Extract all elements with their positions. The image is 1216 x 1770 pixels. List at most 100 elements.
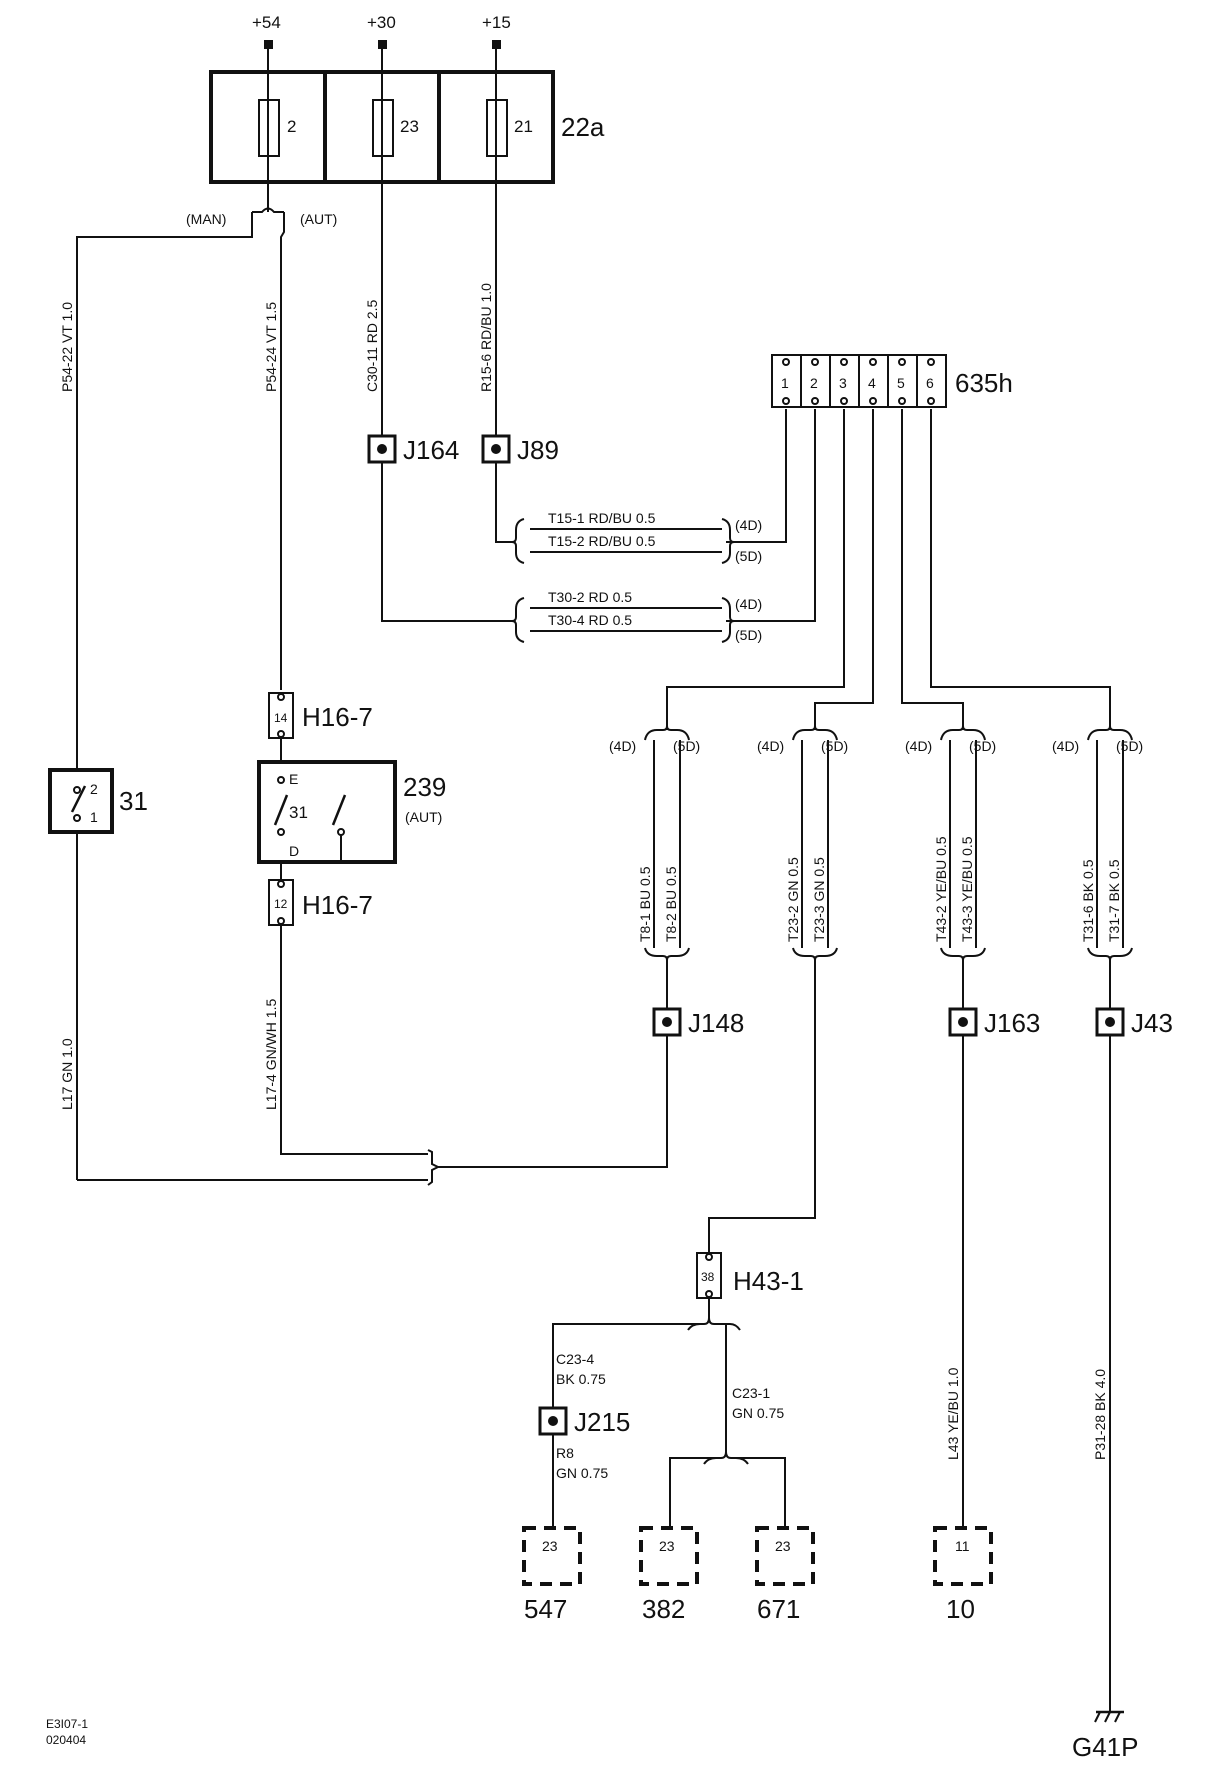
junction-j43: J43 [1095,1007,1173,1038]
pin-contact [277,730,285,738]
connector-h16-7-lower-pin: 12 [274,897,288,911]
wire-group-t15: T15-1 RD/BU 0.5 T15-2 RD/BU 0.5 (4D) (5D… [495,462,762,564]
brace-t30-right [721,597,735,643]
wire-label-c30-11: C30-11 RD 2.5 [364,299,380,392]
junction-j164: J164 [367,434,459,465]
bundle-t31-top-brace [1087,725,1133,741]
component-239-switch-2 [331,794,347,826]
component-10-outline [933,1526,993,1586]
component-671: 23 671 [755,1526,815,1624]
connector-h43-1-label: H43-1 [733,1266,804,1296]
wire-label-l17: L17 GN 1.0 [59,1038,75,1110]
component-31-pin1: 1 [90,809,98,825]
junction-j148-label: J148 [688,1008,744,1038]
variant-4d-t23: (4D) [757,738,784,754]
variant-5d-t30: (5D) [735,627,762,643]
wire-635h-pin1 [726,409,787,543]
junction-j215: J215 [538,1406,630,1437]
connector-h43-1-pin: 38 [701,1270,715,1284]
brace-t15-right [721,518,735,564]
terminal-54-marker [264,40,273,49]
connector-635h-pin-top [782,358,790,366]
component-239-label: 239 [403,772,446,802]
connector-635h-pin-top [927,358,935,366]
connector-635h-pin-number: 1 [781,375,789,391]
component-31-outline [48,768,114,834]
wire-p54-22 [76,212,253,770]
wire-635h-pin6 [930,409,1111,730]
fuse-21-number: 21 [514,117,533,136]
variant-4d-t15: (4D) [735,517,762,533]
variant-4d-t8: (4D) [609,738,636,754]
variant-4d-t30: (4D) [735,596,762,612]
wire-p54-24 [280,212,285,690]
man-aut-split: (MAN) (AUT) [76,207,337,770]
wire-635h-pin4 [814,409,874,730]
terminal-54-label: +54 [252,13,281,32]
junction-j43-dot [1105,1017,1115,1027]
variant-5d-t31: (5D) [1116,738,1143,754]
component-31-switch [70,785,87,813]
man-label: (MAN) [186,211,226,227]
wire-635h-pin3 [666,409,845,730]
connector-635h-pin-top [840,358,848,366]
aut-label: (AUT) [300,211,337,227]
wire-label-c23-1-spec: GN 0.75 [732,1405,784,1421]
ground-label: G41P [1072,1732,1139,1762]
junction-j148-dot [662,1017,672,1027]
wire-group-t30: T30-2 RD 0.5 T30-4 RD 0.5 (4D) (5D) [381,462,762,643]
ground-icon-hatch [1104,1711,1111,1723]
wire-label-p54-22: P54-22 VT 1.0 [59,302,75,392]
power-terminals: +54 +30 +15 [252,13,511,49]
component-671-outline [755,1526,815,1586]
junction-j89-dot [491,444,501,454]
variant-5d-t23: (5D) [821,738,848,754]
component-239-e: E [289,771,298,787]
fusebox-22a: 2 23 21 22a [209,70,605,184]
pin-contact [277,693,285,701]
connector-635h-pin-bottom [869,397,877,405]
wire-label-r8-spec: GN 0.75 [556,1465,608,1481]
wire-label-t31-a: T31-6 BK 0.5 [1080,859,1096,942]
brace-t15 [511,518,525,564]
wire-label-r15-6: R15-6 RD/BU 1.0 [478,283,494,392]
wire-label-t15-2: T15-2 RD/BU 0.5 [548,533,656,549]
component-239-d: D [289,843,299,859]
junction-j164-dot [377,444,387,454]
wire-label-t43-b: T43-3 YE/BU 0.5 [959,836,975,942]
component-671-pin: 23 [775,1538,791,1554]
wire-label-t8-a: T8-1 BU 0.5 [637,866,653,942]
connector-635h-pin-bottom [898,397,906,405]
component-31-contact [73,814,81,822]
bundle-t31-bottom-brace [1087,947,1133,961]
component-239: E 31 D 239 (AUT) [257,738,446,864]
ground-g41p: G41P [1072,1710,1139,1762]
wire-c23-4 [552,1323,700,1408]
component-382-pin: 23 [659,1538,675,1554]
component-382: 23 382 [639,1526,699,1624]
connector-635h-pin-number: 3 [839,375,847,391]
junction-j89: J89 [481,434,559,465]
bundle-t43-top-brace [940,725,986,741]
wire-label-p54-24: P54-24 VT 1.5 [263,302,279,392]
component-239-switch [273,794,289,826]
terminal-15-label: +15 [482,13,511,32]
connector-h16-7-upper: 14 H16-7 [268,692,373,739]
connector-635h-pin-top [869,358,877,366]
bundle-t8-bottom-brace [644,947,690,961]
connector-635h-label: 635h [955,368,1013,398]
junction-j163-label: J163 [984,1008,1040,1038]
component-239-contact [337,828,345,836]
wire-label-l43: L43 YE/BU 1.0 [945,1367,961,1460]
connector-635h-pin-number: 4 [868,375,876,391]
component-239-aut: (AUT) [405,809,442,825]
brace-t30 [511,597,525,643]
wire-label-t15-1: T15-1 RD/BU 0.5 [548,510,656,526]
ground-icon-hatch [1094,1711,1101,1723]
component-547-pin: 23 [542,1538,558,1554]
component-547: 23 547 [522,1526,582,1624]
junction-j43-label: J43 [1131,1008,1173,1038]
component-547-outline [522,1526,582,1586]
